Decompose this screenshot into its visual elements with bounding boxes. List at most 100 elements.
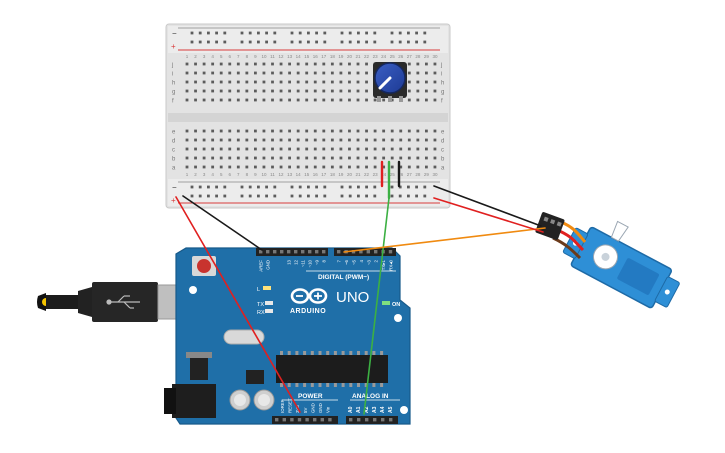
rail-hole	[265, 194, 268, 198]
breadboard-hole	[373, 98, 377, 102]
breadboard-hole	[262, 89, 266, 93]
servo-motor[interactable]	[559, 205, 692, 314]
rail-hole	[415, 185, 418, 189]
header-pin	[357, 418, 361, 422]
breadboard-hole	[211, 89, 215, 93]
breadboard-hole	[365, 165, 368, 169]
potentiometer[interactable]	[373, 62, 407, 102]
wire-black-servo-ground[interactable]	[433, 185, 542, 227]
breadboard-hole	[399, 156, 403, 160]
rail-hole	[240, 194, 244, 198]
column-number-bottom: 28	[415, 172, 421, 177]
breadboard-hole	[339, 80, 343, 84]
rail-hole	[207, 40, 210, 44]
rail-hole	[223, 185, 227, 189]
breadboard-hole	[416, 80, 420, 84]
breadboard-hole	[339, 165, 343, 169]
breadboard-hole	[194, 62, 197, 66]
chip-pin	[287, 351, 291, 355]
column-number-top: 1	[186, 54, 189, 59]
rail-hole	[198, 40, 202, 44]
breadboard-hole	[416, 98, 420, 102]
breadboard-hole	[271, 147, 274, 151]
chip-pin	[364, 383, 368, 387]
wire-black-gnd[interactable]	[182, 195, 263, 251]
rail-hole	[290, 40, 294, 44]
breadboard-hole	[416, 71, 420, 75]
digital-pin-label: ~3	[366, 259, 371, 265]
rail-hole	[423, 31, 427, 35]
breadboard-hole	[288, 165, 291, 169]
servo-connector-pin-3	[556, 221, 562, 227]
column-number-top: 29	[424, 54, 430, 59]
breadboard-hole	[433, 156, 437, 160]
column-number-bottom: 6	[228, 172, 231, 177]
breadboard-hole	[194, 138, 197, 142]
breadboard-hole	[236, 98, 240, 102]
rail-hole	[340, 40, 344, 44]
breadboard-hole	[313, 89, 317, 93]
bottom-rail-minus-label: −	[172, 183, 177, 192]
breadboard-hole	[262, 129, 266, 133]
on-led-label: ON	[392, 302, 400, 308]
breadboard-hole	[305, 147, 309, 151]
rail-hole	[198, 31, 202, 35]
row-letter-left: e	[172, 130, 176, 136]
wire-red-servo-power[interactable]	[433, 197, 544, 233]
breadboard-hole	[202, 147, 206, 151]
breadboard-hole	[228, 165, 232, 169]
breadboard-hole	[254, 71, 257, 75]
rail-hole	[357, 185, 360, 189]
rail-hole	[365, 31, 368, 35]
breadboard-hole	[425, 89, 428, 93]
rail-hole	[357, 194, 360, 198]
breadboard-hole	[228, 147, 232, 151]
breadboard-hole	[245, 80, 249, 84]
breadboard-hole	[322, 62, 326, 66]
wire-green-a0[interactable]	[363, 197, 390, 415]
breadboard-hole	[365, 98, 368, 102]
wire-orange-signal[interactable]	[343, 227, 546, 253]
power-pin-label: RESET	[288, 398, 293, 413]
column-number-bottom: 30	[432, 172, 438, 177]
breadboard-hole	[279, 165, 283, 169]
breadboard-hole	[330, 165, 334, 169]
breadboard-hole	[356, 80, 360, 84]
reset-button[interactable]	[197, 259, 211, 273]
breadboard-hole	[236, 89, 240, 93]
digital-header-left	[256, 248, 328, 256]
rail-hole	[265, 185, 268, 189]
potentiometer-leg-3	[399, 96, 403, 102]
breadboard-hole	[305, 71, 309, 75]
column-number-bottom: 11	[270, 172, 275, 177]
tx-led	[265, 301, 273, 305]
rail-hole	[273, 194, 277, 198]
power-header	[272, 416, 338, 424]
breadboard-hole	[433, 62, 437, 66]
column-number-top: 2	[194, 54, 197, 59]
breadboard-hole	[365, 129, 368, 133]
breadboard-hole	[194, 129, 197, 133]
breadboard-hole	[416, 147, 420, 151]
header-pin	[388, 250, 393, 254]
rail-hole	[407, 40, 410, 44]
rail-hole	[215, 194, 218, 198]
breadboard-hole	[407, 98, 411, 102]
rail-hole	[398, 31, 402, 35]
column-number-bottom: 18	[330, 172, 336, 177]
digital-pin-label: 12	[294, 259, 299, 264]
breadboard-hole	[305, 98, 309, 102]
rail-hole	[398, 194, 402, 198]
breadboard-hole	[407, 129, 411, 133]
header-pin	[315, 250, 319, 254]
breadboard-hole	[330, 147, 334, 151]
column-number-top: 3	[203, 54, 206, 59]
breadboard-hole	[339, 147, 343, 151]
breadboard-hole	[202, 156, 206, 160]
wire-red-5v[interactable]	[175, 196, 301, 413]
crystal-oscillator	[223, 329, 265, 345]
row-letter-right: b	[441, 157, 445, 163]
